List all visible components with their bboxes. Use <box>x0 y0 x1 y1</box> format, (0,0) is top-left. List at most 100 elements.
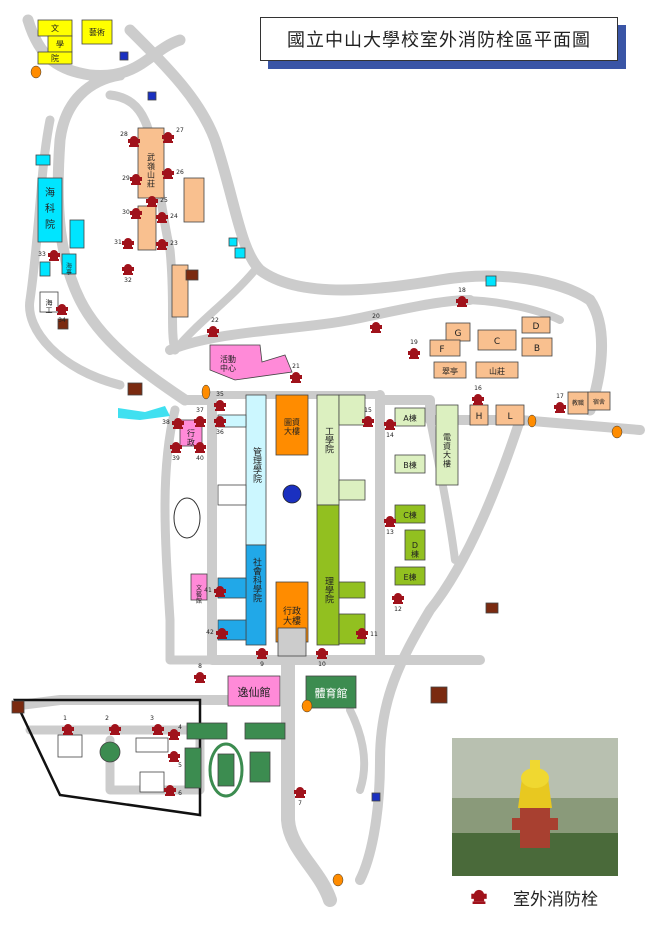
label-g: G <box>455 329 462 339</box>
fire-hydrant-icon <box>294 787 306 798</box>
label-yuan: 院 <box>51 53 59 63</box>
hydrant-number: 42 <box>206 629 214 636</box>
hydrant-number: 3 <box>150 715 154 722</box>
map-title: 國立中山大學校室外消防栓區平面圖 <box>260 17 618 61</box>
fire-hydrant-icon <box>554 402 566 413</box>
label-shanzhuang: 山莊 <box>489 366 505 376</box>
label-xingzheng: 行政 <box>187 428 195 447</box>
label-dianzi: 電資大樓 <box>443 433 451 468</box>
label-huodong: 活動中心 <box>220 354 236 373</box>
label-wenhui: 文藝館 <box>196 584 202 605</box>
hydrant-number: 9 <box>260 661 264 668</box>
hydrant-number: 23 <box>170 240 178 247</box>
fire-hydrant-icon <box>370 322 382 333</box>
hydrant-number: 21 <box>292 363 300 370</box>
label-f: F <box>439 345 444 355</box>
label-yixian: 逸仙館 <box>238 685 271 699</box>
label-l: L <box>507 412 512 422</box>
label-lixue: 理學院 <box>323 576 334 604</box>
label-h: H <box>476 412 483 422</box>
hydrant-number: 33 <box>38 251 46 258</box>
legend-label: 室外消防栓 <box>513 890 598 910</box>
hydrant-number: 22 <box>211 317 219 324</box>
hydrant-number: 7 <box>298 800 302 807</box>
label-d2: D <box>533 322 540 332</box>
hydrant-number: 5 <box>178 762 182 769</box>
label-haigong: 海工 <box>46 298 53 315</box>
stream <box>118 406 170 420</box>
label-haike-small: 海事 <box>66 262 72 277</box>
label-jiaoshi: 教職 <box>572 399 584 407</box>
label-yishu: 藝術 <box>89 27 105 37</box>
hydrant-number: 18 <box>458 287 466 294</box>
label-tiyu: 體育館 <box>315 686 348 700</box>
buildings <box>11 19 611 802</box>
label-e: E棟 <box>403 572 416 582</box>
sports-zone-boundary <box>13 698 202 817</box>
fire-hydrant-icon <box>384 516 396 527</box>
hydrant-number: 17 <box>556 393 564 400</box>
pond <box>173 497 201 539</box>
fire-hydrant-icon <box>207 326 219 337</box>
hydrant-number: 37 <box>196 407 204 414</box>
hydrant-number: 28 <box>120 131 128 138</box>
hydrant-number: 4 <box>178 724 182 731</box>
label-b2: B <box>534 344 540 354</box>
hydrant-number: 29 <box>122 175 130 182</box>
hydrant-number: 39 <box>172 455 180 462</box>
fire-hydrant-icon <box>194 416 206 427</box>
label-haike-2: 科 <box>45 202 55 215</box>
label-shehui: 社會科學院 <box>251 556 262 603</box>
fire-hydrant-icon <box>290 372 302 383</box>
hydrant-number: 16 <box>474 385 482 392</box>
fire-hydrant-icon <box>48 250 60 261</box>
hydrant-number: 34 <box>58 317 66 324</box>
hydrant-number: 31 <box>114 239 122 246</box>
fire-hydrant-icon <box>408 348 420 359</box>
fire-hydrant-icon <box>256 648 268 659</box>
label-xue: 學 <box>56 39 64 49</box>
label-b: B棟 <box>403 460 417 470</box>
fire-hydrant-icon <box>316 648 328 659</box>
hydrant-number: 14 <box>386 432 394 439</box>
label-sushe: 宿舍 <box>593 398 605 406</box>
hydrant-number: 10 <box>318 661 326 668</box>
hydrant-number: 13 <box>386 529 394 536</box>
hydrant-number: 12 <box>394 606 402 613</box>
hydrant-number: 35 <box>216 391 224 398</box>
hydrant-number: 19 <box>410 339 418 346</box>
legend-fire-hydrant-icon <box>470 886 488 904</box>
label-xingzheng-dalou: 行政大樓 <box>283 605 301 627</box>
hydrant-number: 6 <box>178 790 182 797</box>
hydrant-number: 41 <box>204 587 212 594</box>
label-guanli: 管理學院 <box>251 446 262 484</box>
fire-hydrant-icon <box>122 238 134 249</box>
label-gongxue: 工學院 <box>323 427 334 455</box>
fire-hydrant-icon <box>384 419 396 430</box>
label-haike-3: 院 <box>45 218 55 231</box>
hydrant-number: 30 <box>122 209 130 216</box>
hydrant-number: 40 <box>196 455 204 462</box>
label-cuiting: 翠亭 <box>442 366 458 376</box>
hydrant-number: 2 <box>105 715 109 722</box>
fire-hydrant-icon <box>168 751 180 762</box>
hydrant-number: 11 <box>370 631 378 638</box>
building-labels: 文 學 院 藝術 海 科 院 海事 海工 武嶺山莊 活動中心 圖資大樓 管理學院… <box>45 23 605 700</box>
label-c: C棟 <box>403 510 417 520</box>
hydrant-number: 27 <box>176 127 184 134</box>
hydrant-photo <box>452 738 618 876</box>
fire-hydrant-icon <box>392 593 404 604</box>
hydrant-number: 26 <box>176 169 184 176</box>
fire-hydrant-icon <box>122 264 134 275</box>
hydrant-number: 36 <box>216 429 224 436</box>
hydrant-number: 24 <box>170 213 178 220</box>
fire-hydrant-icon <box>194 672 206 683</box>
roads <box>15 14 645 907</box>
label-haike-1: 海 <box>45 186 55 199</box>
label-a: A棟 <box>403 413 416 423</box>
fire-hydrant-icon <box>472 394 484 405</box>
label-c2: C <box>494 337 500 347</box>
orange-markers <box>30 65 623 887</box>
